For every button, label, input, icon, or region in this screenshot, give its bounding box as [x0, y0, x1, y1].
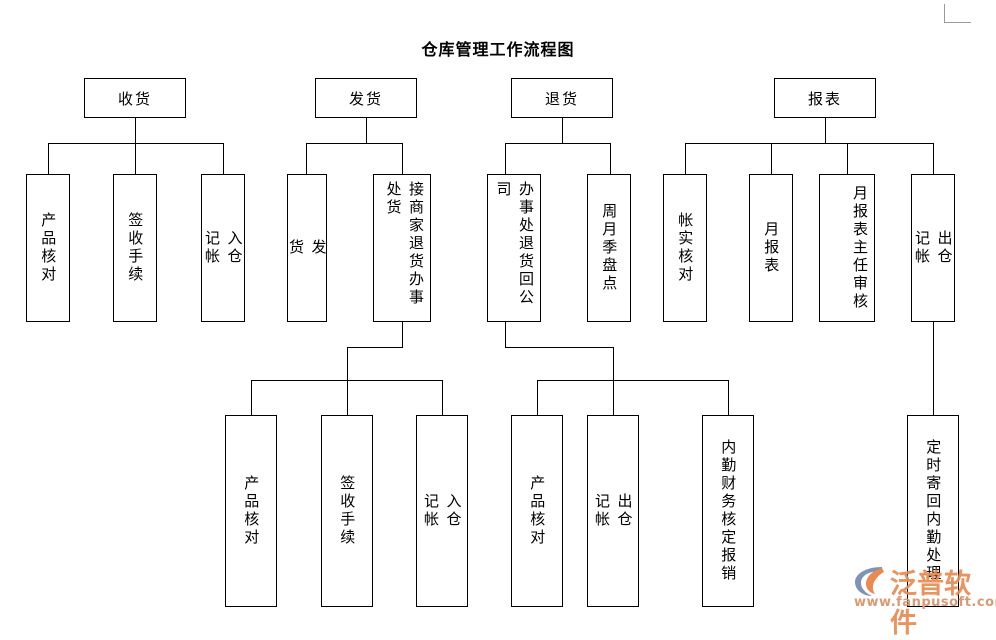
connector — [847, 143, 848, 174]
connector — [537, 380, 538, 415]
connector — [771, 143, 772, 174]
node-returns-root[interactable]: 退货 — [511, 78, 613, 118]
node-shipping-sub-1[interactable]: 签收手续 — [321, 415, 373, 607]
node-reports-child-1[interactable]: 月报表 — [749, 174, 793, 322]
node-reports-sub-0[interactable]: 定时寄回内勤处理 — [907, 415, 959, 607]
connector — [505, 322, 506, 347]
connector — [562, 118, 563, 143]
connector — [685, 143, 933, 144]
connector — [347, 380, 348, 415]
node-returns-sub-1[interactable]: 出仓 记帐 — [587, 415, 639, 607]
fanpu-logo-icon — [855, 567, 884, 596]
node-reports-child-2[interactable]: 月报表主任审核 — [819, 174, 875, 322]
connector — [505, 347, 613, 348]
connector — [505, 143, 610, 144]
connector — [825, 118, 826, 143]
connector — [223, 143, 224, 174]
connector — [442, 380, 443, 415]
node-returns-child-0[interactable]: 办事处退货回公司 — [487, 174, 541, 322]
node-shipping-child-1[interactable]: 接商家退货办事处货 — [373, 174, 431, 322]
connector — [402, 143, 403, 174]
connector — [728, 380, 729, 415]
connector — [306, 143, 402, 144]
connector — [505, 143, 506, 174]
flowchart-canvas: 仓库管理工作流程图 收货 产品核对 签收手续 入仓 记帐 发货 发 货 接商家退… — [26, 4, 996, 639]
connector — [251, 380, 442, 381]
node-reports-child-0[interactable]: 帐实核对 — [663, 174, 707, 322]
connector — [347, 347, 348, 380]
node-shipping-sub-2[interactable]: 入仓 记帐 — [416, 415, 468, 607]
connector — [685, 143, 686, 174]
node-returns-sub-2[interactable]: 内勤财务核定报销 — [702, 415, 754, 607]
connector — [537, 380, 728, 381]
node-receiving-child-1[interactable]: 签收手续 — [113, 174, 157, 322]
connector — [402, 322, 403, 347]
connector — [613, 380, 614, 415]
connector — [366, 118, 367, 143]
connector — [48, 143, 49, 174]
node-reports-root[interactable]: 报表 — [774, 78, 876, 118]
connector — [613, 347, 614, 380]
connector — [135, 118, 136, 143]
node-shipping-child-0[interactable]: 发 货 — [287, 174, 328, 322]
node-receiving-root[interactable]: 收货 — [84, 78, 186, 118]
margin-corner-guide-icon — [944, 4, 971, 23]
connector — [933, 322, 934, 415]
node-returns-child-1[interactable]: 周月季盘点 — [587, 174, 631, 322]
node-shipping-sub-0[interactable]: 产品核对 — [225, 415, 277, 607]
connector — [135, 143, 136, 174]
connector — [610, 143, 611, 174]
connector — [306, 143, 307, 174]
connector — [347, 347, 403, 348]
node-receiving-child-2[interactable]: 入仓 记帐 — [201, 174, 245, 322]
connector — [251, 380, 252, 415]
node-receiving-child-0[interactable]: 产品核对 — [26, 174, 70, 322]
connector — [933, 143, 934, 174]
node-shipping-root[interactable]: 发货 — [315, 78, 417, 118]
page-title: 仓库管理工作流程图 — [421, 40, 575, 59]
node-returns-sub-0[interactable]: 产品核对 — [511, 415, 563, 607]
node-reports-child-3[interactable]: 出仓 记帐 — [911, 174, 955, 322]
